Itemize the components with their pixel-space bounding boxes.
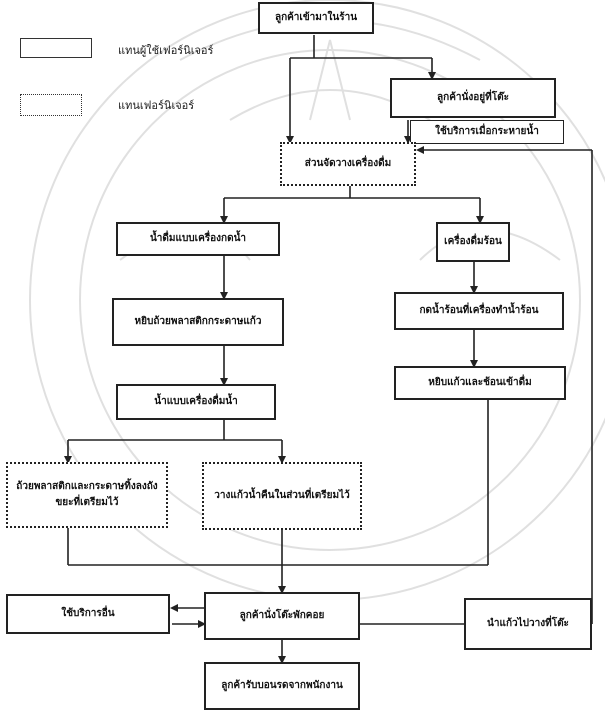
node-customer-enter: ลูกค้าเข้ามาในร้าน xyxy=(258,2,374,34)
node-pick-cup: หยิบถ้วยพลาสติกกระดาษแก้ว xyxy=(112,298,284,346)
legend-solid-swatch xyxy=(20,38,92,58)
node-other-service: ใช้บริการอื่น xyxy=(6,594,170,634)
node-take-glass: นำแก้วไปวางที่โต๊ะ xyxy=(464,598,592,650)
node-cup-storage: ถ้วยพลาสติกและกระดาษทิ้งลงถังขยะที่เตรีย… xyxy=(6,462,168,528)
legend-dotted-label: แทนเฟอร์นิเจอร์ xyxy=(118,99,195,112)
legend-dotted-swatch xyxy=(20,94,82,116)
node-drink-station: ส่วนจัดวางเครื่องดื่ม xyxy=(280,142,416,186)
node-hot-water: กดน้ำร้อนที่เครื่องทำน้ำร้อน xyxy=(394,292,564,330)
node-dispense: น้ำแบบเครื่องดื่มน้ำ xyxy=(116,384,276,420)
node-use-service: ใช้บริการเมื่อกระหายน้ำ xyxy=(410,120,564,144)
node-return-glass: วางแก้วน้ำคืนในส่วนที่เตรียมไว้ xyxy=(202,462,362,530)
legend-solid-label: แทนผู้ใช้เฟอร์นิเจอร์ xyxy=(118,44,214,57)
node-customer-leave: ลูกค้ารับบอนรดจากพนักงาน xyxy=(204,662,360,710)
node-pick-spoon: หยิบแก้วและช้อนเข้าดื่ม xyxy=(394,366,566,400)
node-hot-drink: เครื่องดื่มร้อน xyxy=(436,222,510,262)
node-customer-wait: ลูกค้านั่งอยู่ที่โต๊ะ xyxy=(390,78,556,118)
node-customer-table: ลูกค้านั่งโต๊ะพักคอย xyxy=(204,592,360,640)
node-water-machine: น้ำดื่มแบบเครื่องกดน้ำ xyxy=(116,222,280,256)
